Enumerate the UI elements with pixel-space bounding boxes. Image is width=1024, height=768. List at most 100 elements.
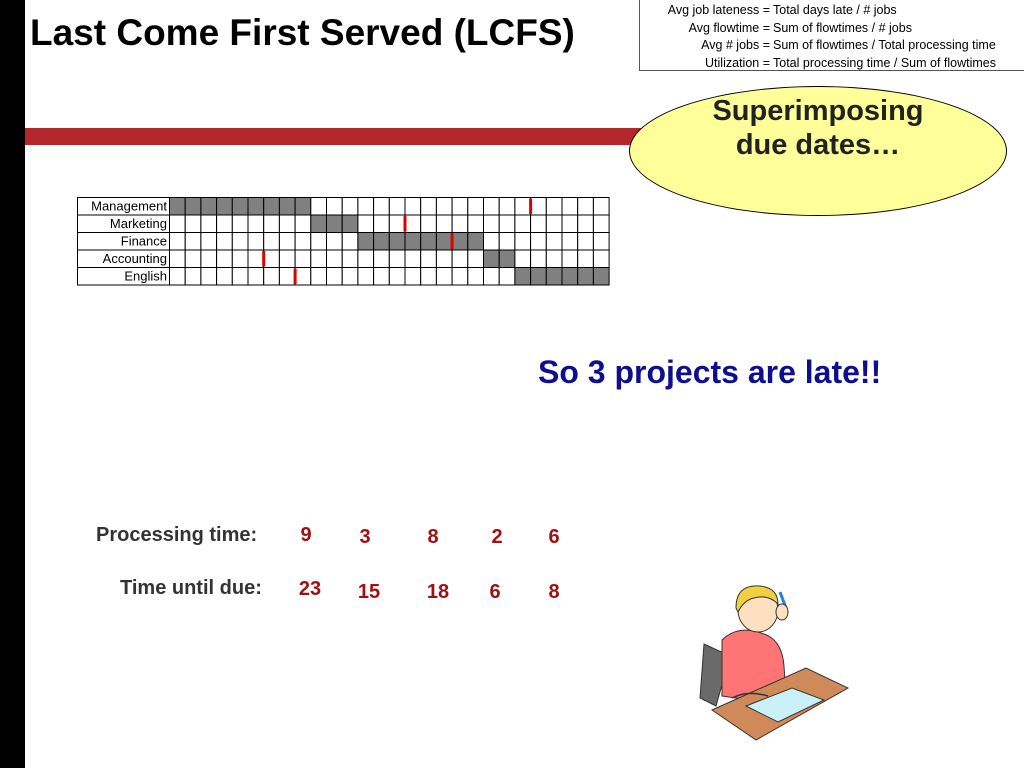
gantt-empty-cell: [435, 214, 453, 233]
gantt-empty-cell: [310, 249, 328, 268]
due-value: 18: [426, 581, 450, 603]
gantt-empty-cell: [200, 232, 218, 251]
gantt-task-cell: [310, 214, 328, 233]
gantt-empty-cell: [483, 197, 500, 216]
formula-row: Avg job lateness = Total days late / # j…: [640, 2, 1024, 20]
gantt-empty-cell: [592, 197, 610, 216]
gantt-empty-cell: [561, 197, 579, 216]
gantt-empty-cell: [483, 214, 500, 233]
gantt-empty-cell: [294, 267, 312, 286]
formula-value: Sum of flowtimes / Total processing time: [773, 38, 996, 52]
late-projects-note: So 3 projects are late!!: [538, 354, 882, 390]
gantt-empty-cell: [498, 232, 516, 251]
gantt-empty-cell: [498, 197, 516, 216]
gantt-empty-cell: [483, 232, 500, 251]
gantt-empty-cell: [169, 232, 186, 251]
gantt-empty-cell: [514, 232, 532, 251]
left-accent-bar: [0, 0, 25, 768]
gantt-empty-cell: [341, 249, 359, 268]
formula-label: Utilization =: [705, 55, 770, 70]
gantt-task-cell: [483, 249, 500, 268]
gantt-due-marker: [529, 198, 533, 214]
gantt-empty-cell: [294, 214, 312, 233]
gantt-empty-cell: [388, 249, 406, 268]
gantt-empty-cell: [404, 267, 422, 286]
gantt-task-cell: [404, 232, 422, 251]
gantt-task-cell: [435, 232, 453, 251]
gantt-empty-cell: [420, 249, 437, 268]
formula-label: Avg # jobs =: [701, 38, 770, 52]
gantt-empty-cell: [388, 214, 406, 233]
gantt-empty-cell: [373, 197, 390, 216]
gantt-empty-cell: [404, 249, 422, 268]
gantt-empty-cell: [530, 249, 547, 268]
processing-value: 3: [359, 526, 371, 548]
gantt-empty-cell: [169, 214, 186, 233]
processing-value: 6: [548, 526, 560, 548]
callout-bubble: [629, 86, 1007, 216]
gantt-empty-cell: [577, 249, 594, 268]
gantt-empty-cell: [577, 214, 594, 233]
gantt-empty-cell: [467, 249, 484, 268]
gantt-empty-cell: [216, 267, 233, 286]
hand-shape: [775, 603, 789, 621]
gantt-task-cell: [577, 267, 594, 286]
gantt-empty-cell: [231, 232, 249, 251]
gantt-empty-cell: [326, 249, 343, 268]
formula-label: Avg flowtime =: [688, 20, 770, 35]
gantt-empty-cell: [451, 267, 469, 286]
gantt-task-cell: [561, 267, 579, 286]
callout-line-1: Superimposing: [712, 95, 924, 127]
formula-value: Total processing time / Sum of flowtimes: [773, 55, 996, 70]
gantt-task-cell: [263, 197, 280, 216]
gantt-row-label: Finance: [121, 234, 167, 249]
formula-row: Utilization = Total processing time / Su…: [640, 55, 1024, 73]
due-value: 6: [489, 581, 501, 603]
gantt-empty-cell: [404, 197, 422, 216]
gantt-empty-cell: [263, 267, 280, 286]
gantt-empty-cell: [545, 197, 563, 216]
gantt-empty-cell: [247, 232, 265, 251]
gantt-empty-cell: [561, 249, 579, 268]
gantt-row-label: Accounting: [103, 251, 167, 266]
gantt-empty-cell: [561, 214, 579, 233]
student-thinking-illustration: [699, 585, 850, 741]
gantt-empty-cell: [592, 249, 610, 268]
gantt-empty-cell: [200, 267, 218, 286]
gantt-row-label: Marketing: [110, 216, 167, 231]
gantt-task-cell: [231, 197, 249, 216]
gantt-empty-cell: [263, 214, 280, 233]
gantt-due-marker: [262, 251, 266, 267]
gantt-empty-cell: [357, 249, 375, 268]
gantt-task-cell: [545, 267, 563, 286]
gantt-task-cell: [467, 232, 484, 251]
processing-value: 8: [427, 526, 439, 548]
title-underline-bar: [25, 128, 655, 145]
gantt-empty-cell: [467, 197, 484, 216]
gantt-empty-cell: [420, 267, 437, 286]
gantt-empty-cell: [310, 197, 328, 216]
gantt-empty-cell: [326, 197, 343, 216]
gantt-empty-cell: [357, 214, 375, 233]
gantt-empty-cell: [200, 214, 218, 233]
gantt-empty-cell: [278, 232, 296, 251]
gantt-empty-cell: [592, 214, 610, 233]
due-value: 23: [298, 578, 322, 600]
gantt-empty-cell: [373, 249, 390, 268]
gantt-empty-cell: [530, 197, 547, 216]
gantt-empty-cell: [483, 267, 500, 286]
gantt-task-cell: [278, 197, 296, 216]
gantt-task-cell: [216, 197, 233, 216]
gantt-empty-cell: [420, 197, 437, 216]
gantt-empty-cell: [451, 214, 469, 233]
formula-box: Avg job lateness = Total days late / # j…: [639, 0, 1024, 71]
gantt-task-cell: [341, 214, 359, 233]
gantt-empty-cell: [373, 214, 390, 233]
gantt-row-label: English: [124, 269, 167, 284]
gantt-empty-cell: [326, 232, 343, 251]
callout-text: Superimposing due dates…: [700, 94, 936, 162]
gantt-empty-cell: [310, 267, 328, 286]
gantt-task-cell: [294, 197, 312, 216]
gantt-empty-cell: [514, 214, 532, 233]
